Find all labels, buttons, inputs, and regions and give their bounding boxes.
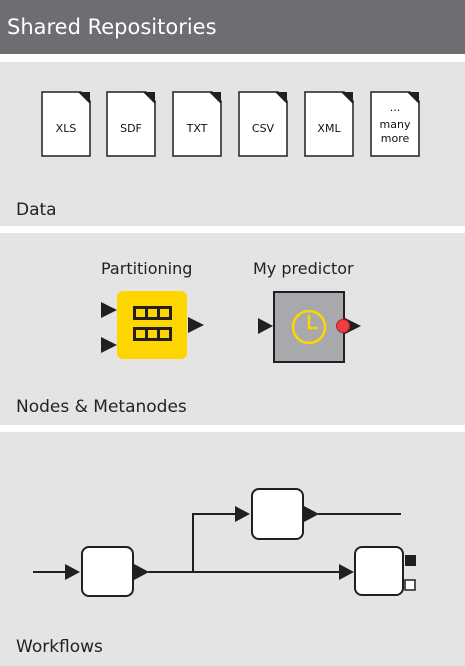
page-title: Shared Repositories: [7, 15, 217, 39]
clock-icon: [291, 309, 327, 345]
workflow-node[interactable]: [235, 488, 319, 540]
file-sdf-icon[interactable]: SDF: [106, 91, 156, 157]
file-label: TXT: [186, 122, 208, 135]
data-section-label: Data: [16, 200, 57, 220]
status-dot: [336, 319, 350, 333]
file-txt-icon[interactable]: TXT: [172, 91, 222, 157]
workflow-node[interactable]: [65, 546, 149, 597]
header-bar: Shared Repositories: [0, 0, 465, 54]
nodes-section-label: Nodes & Metanodes: [16, 397, 187, 417]
workflow-connections: [33, 513, 401, 573]
more-line-2: more: [380, 132, 410, 145]
file-label: SDF: [120, 122, 142, 135]
workflow-node-body: [354, 546, 404, 596]
table-grid-icon: [133, 306, 172, 341]
workflows-section-label: Workflows: [16, 637, 103, 657]
more-line-1: many: [379, 118, 411, 131]
output-port-filled: [405, 555, 416, 566]
output-port: [134, 564, 149, 580]
output-port: [345, 318, 361, 334]
predictor-node-body: [273, 291, 345, 363]
predictor-node[interactable]: [258, 291, 361, 363]
workflow-node[interactable]: [339, 546, 416, 596]
workflow-node-body: [251, 488, 304, 540]
workflow-node-body: [81, 546, 134, 597]
input-port: [258, 318, 273, 334]
output-port: [304, 506, 319, 522]
more-ellipsis: ...: [389, 101, 401, 114]
input-port: [65, 564, 80, 580]
file-label: XLS: [55, 122, 77, 135]
input-port: [339, 564, 354, 580]
partitioning-node[interactable]: [101, 291, 204, 359]
input-port: [101, 337, 117, 353]
output-port-empty: [404, 579, 416, 591]
predictor-label: My predictor: [253, 259, 354, 278]
file-label: XML: [317, 122, 341, 135]
file-xml-icon[interactable]: XML: [304, 91, 354, 157]
output-port: [188, 317, 204, 333]
file-xls-icon[interactable]: XLS: [41, 91, 91, 157]
input-port: [235, 506, 250, 522]
nodes-panel: Nodes & Metanodes: [0, 233, 465, 425]
partitioning-label: Partitioning: [101, 259, 193, 278]
file-csv-icon[interactable]: CSV: [238, 91, 288, 157]
file-more-icon[interactable]: ... many more: [370, 91, 420, 157]
input-port: [101, 302, 117, 318]
file-label: CSV: [251, 122, 275, 135]
